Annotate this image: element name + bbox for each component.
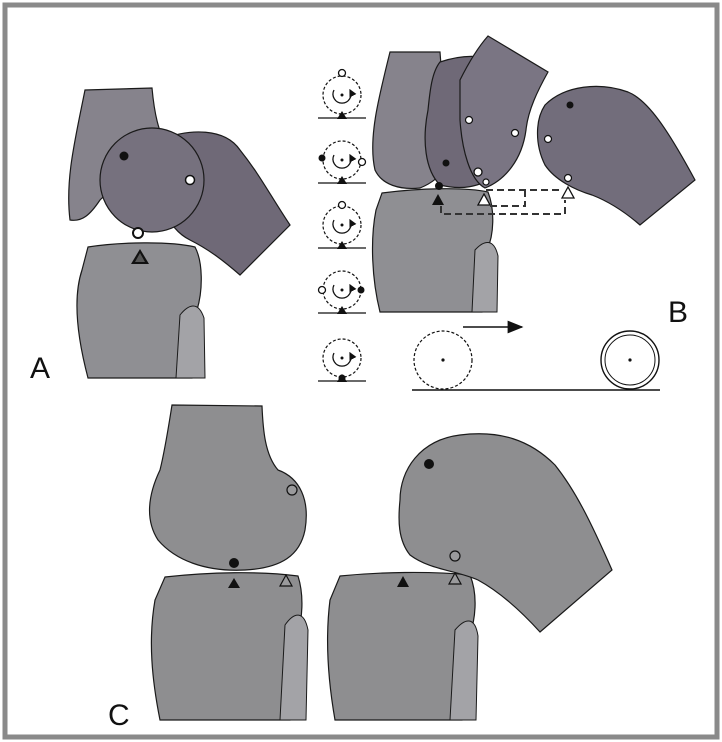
filled-dot-icon	[443, 160, 450, 167]
hollow-dot-icon	[339, 70, 346, 77]
hollow-dot-icon	[474, 168, 482, 176]
hollow-dot-icon	[512, 130, 519, 137]
panel-b-label: B	[668, 296, 688, 329]
hollow-dot-icon	[483, 179, 489, 185]
panel-a-fibula	[176, 306, 205, 378]
hollow-dot-icon	[565, 175, 572, 182]
hollow-dot-icon	[287, 485, 297, 495]
filled-dot-icon	[567, 102, 574, 109]
hollow-dot-icon	[319, 287, 326, 294]
panel-c-right-fibula	[450, 621, 478, 720]
hollow-dot-icon	[359, 159, 366, 166]
filled-dot-icon	[358, 287, 365, 294]
panel-b-fibula	[472, 242, 498, 312]
filled-dot-icon	[435, 182, 443, 190]
panel-c-left-tibia	[151, 573, 302, 720]
filled-dot-icon	[229, 558, 239, 568]
panel-c-label: C	[108, 699, 130, 732]
hollow-dot-icon	[545, 136, 552, 143]
filled-dot-icon	[120, 152, 129, 161]
hollow-dot-icon	[133, 228, 143, 238]
panel-c-left-fibula	[280, 615, 308, 720]
hollow-dot-icon	[186, 176, 195, 185]
hollow-dot-icon	[339, 202, 346, 209]
filled-dot-icon	[424, 459, 434, 469]
panel-a-label: A	[30, 352, 50, 385]
hollow-dot-icon	[450, 551, 460, 561]
filled-dot-icon	[319, 155, 326, 162]
hollow-dot-icon	[466, 117, 473, 124]
